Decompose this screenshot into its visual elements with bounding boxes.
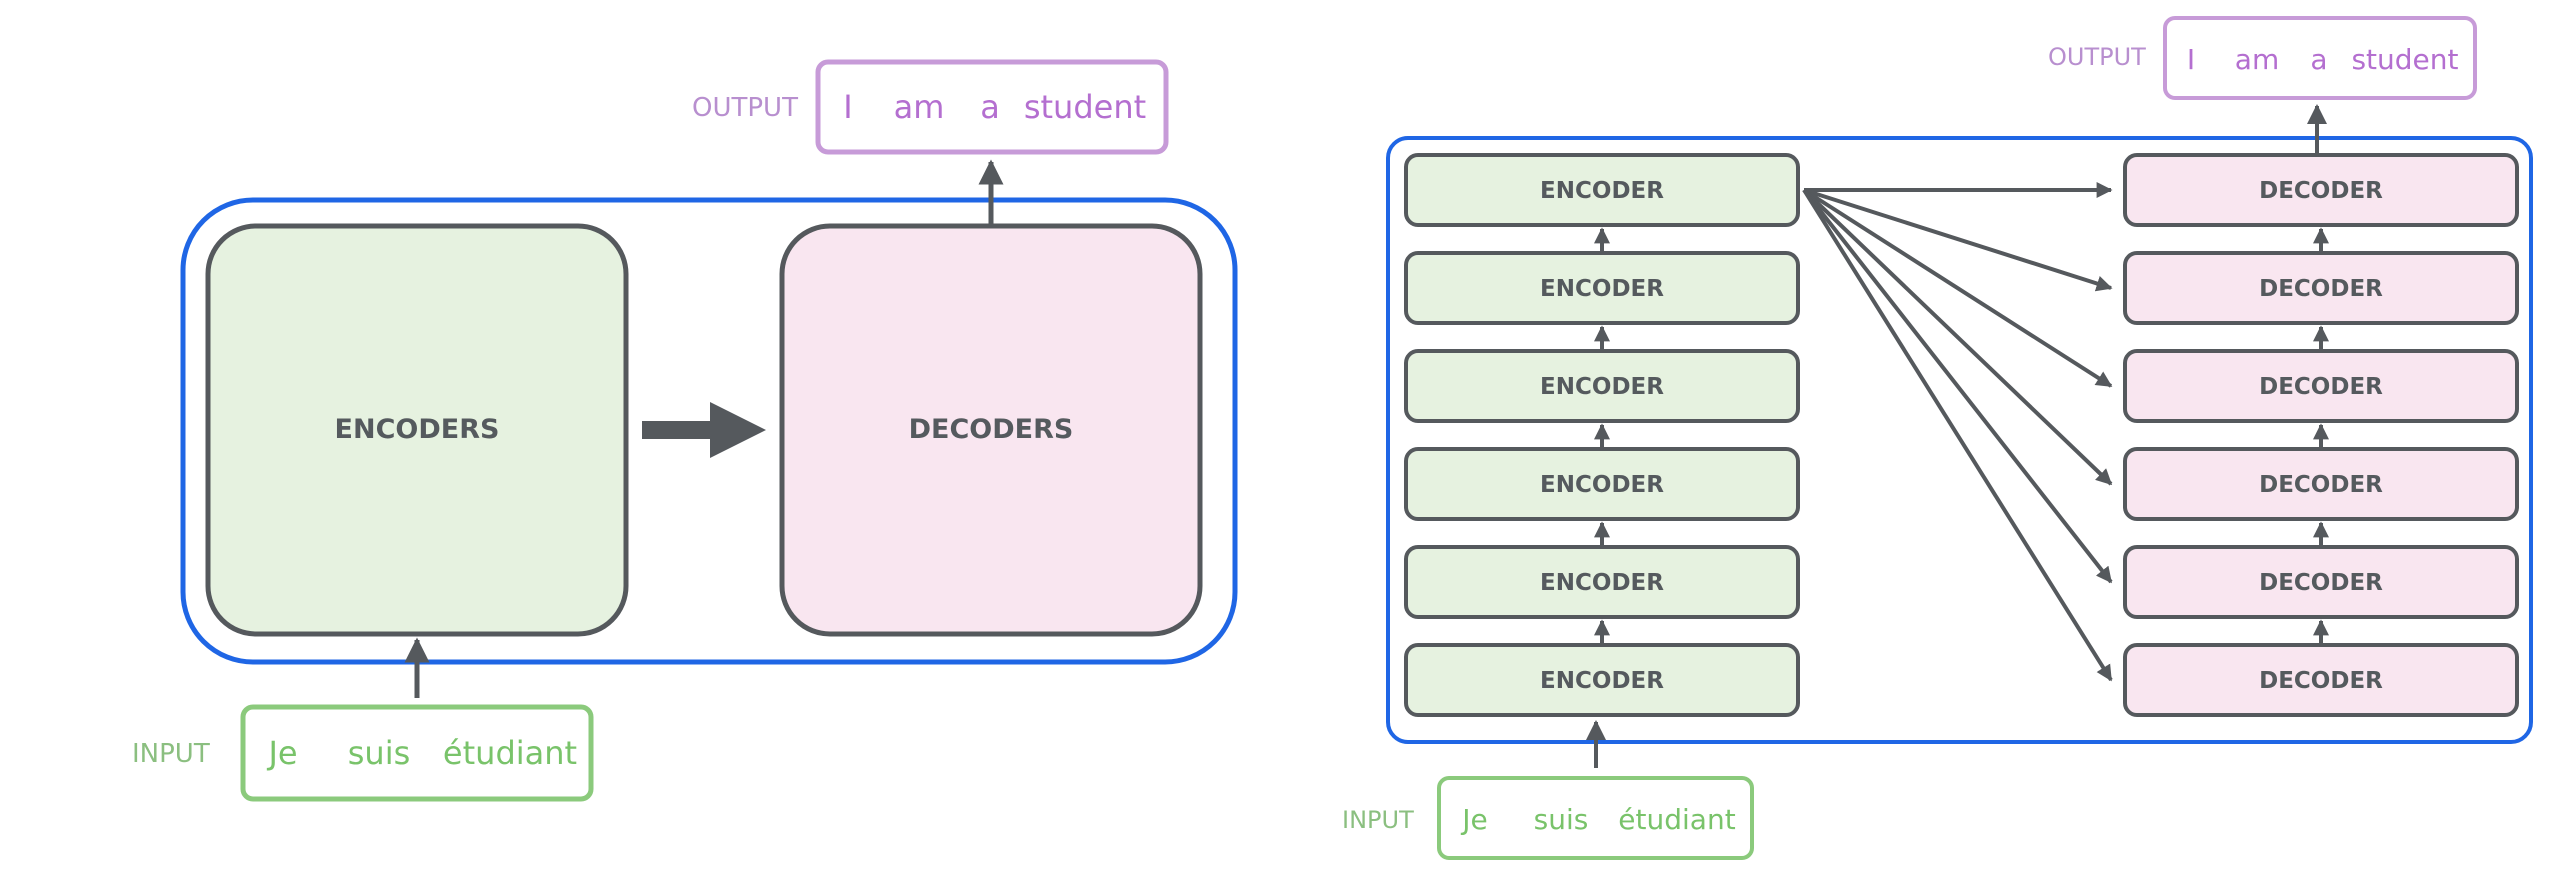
decoder-block-label: DECODER — [2259, 570, 2383, 596]
encoder-to-decoder-arrow — [1803, 188, 2113, 292]
decoder-block-box — [2123, 643, 2519, 717]
encoder-to-decoder-arrows — [1802, 182, 2113, 682]
decoder-block: DECODER — [2123, 447, 2519, 521]
right-output-word: a — [2310, 43, 2327, 76]
encoder-block: ENCODER — [1404, 545, 1800, 619]
encoder-to-decoder-arrow — [1802, 188, 2113, 388]
encoder-block-box — [1404, 153, 1800, 227]
encoder-block-label: ENCODER — [1540, 472, 1664, 498]
encoder-block-box — [1404, 251, 1800, 325]
left-container — [180, 197, 1238, 665]
encoder-block-label: ENCODER — [1540, 570, 1664, 596]
decoders-label: DECODERS — [909, 414, 1074, 445]
output-word: student — [1024, 88, 1146, 126]
encoder-block: ENCODER — [1404, 251, 1800, 325]
encoder-block-box — [1404, 545, 1800, 619]
encoder-block: ENCODER — [1404, 349, 1800, 423]
decoder-block: DECODER — [2123, 349, 2519, 423]
input-word: suis — [348, 734, 411, 772]
encoders-block — [205, 223, 629, 637]
encoder-block-box — [1404, 349, 1800, 423]
right-input-word: étudiant — [1618, 803, 1735, 836]
right-input-word: Je — [1460, 803, 1487, 836]
encoders-label: ENCODERS — [335, 414, 500, 445]
encoders-to-decoders-arrow — [642, 402, 766, 458]
decoder-block-label: DECODER — [2259, 178, 2383, 204]
input-box — [240, 704, 594, 802]
right-output-label: OUTPUT — [2048, 43, 2146, 71]
input-label: INPUT — [132, 739, 210, 769]
encoder-to-decoder-arrow — [1802, 188, 2113, 486]
encoder-block-label: ENCODER — [1540, 178, 1664, 204]
encoder-block-box — [1404, 643, 1800, 717]
decoder-block-box — [2123, 545, 2519, 619]
decoder-block: DECODER — [2123, 251, 2519, 325]
output-word: am — [894, 88, 945, 126]
right-output-box — [2163, 16, 2477, 100]
decoder-block-box — [2123, 349, 2519, 423]
right-input-box — [1437, 776, 1754, 860]
decoder-block-label: DECODER — [2259, 472, 2383, 498]
decoder-block-box — [2123, 153, 2519, 227]
encoder-block-label: ENCODER — [1540, 374, 1664, 400]
output-label: OUTPUT — [692, 93, 798, 123]
encoder-block-box — [1404, 447, 1800, 521]
right-container — [1386, 136, 2533, 744]
encoder-block-label: ENCODER — [1540, 276, 1664, 302]
encoder-block-label: ENCODER — [1540, 668, 1664, 694]
encoder-stack: ENCODER ENCODER ENCODER ENCODER ENCODER ENCOD… — [1404, 153, 1800, 717]
encoder-to-decoder-arrow — [1802, 188, 2113, 584]
encoder-to-decoder-arrow — [1802, 188, 2113, 682]
input-word: Je — [266, 734, 297, 772]
decoder-block: DECODER — [2123, 153, 2519, 227]
decoder-block-box — [2123, 251, 2519, 325]
output-word: a — [980, 88, 1000, 126]
encoder-block: ENCODER — [1404, 447, 1800, 521]
input-word: étudiant — [443, 734, 577, 772]
right-input-word: suis — [1534, 803, 1589, 836]
encoder-block: ENCODER — [1404, 643, 1800, 717]
right-output-word: I — [2187, 43, 2195, 76]
decoder-block-label: DECODER — [2259, 374, 2383, 400]
decoder-stack: DECODER DECODER DECODER DECODER DECODER DECOD… — [2123, 153, 2519, 717]
output-box — [815, 59, 1169, 155]
left-panel: ENCODERS DECODERS INPUT Je suis étudiant… — [132, 59, 1238, 802]
right-panel: ENCODER ENCODER ENCODER ENCODER ENCODER ENCOD… — [1342, 16, 2533, 860]
decoder-block: DECODER — [2123, 545, 2519, 619]
right-input-label: INPUT — [1342, 806, 1414, 834]
right-output-word: am — [2235, 43, 2279, 76]
decoder-block-box — [2123, 447, 2519, 521]
encoder-block: ENCODER — [1404, 153, 1800, 227]
output-word: I — [843, 88, 852, 126]
right-output-word: student — [2351, 43, 2458, 76]
decoder-block-label: DECODER — [2259, 668, 2383, 694]
decoder-block-label: DECODER — [2259, 276, 2383, 302]
decoder-block: DECODER — [2123, 643, 2519, 717]
